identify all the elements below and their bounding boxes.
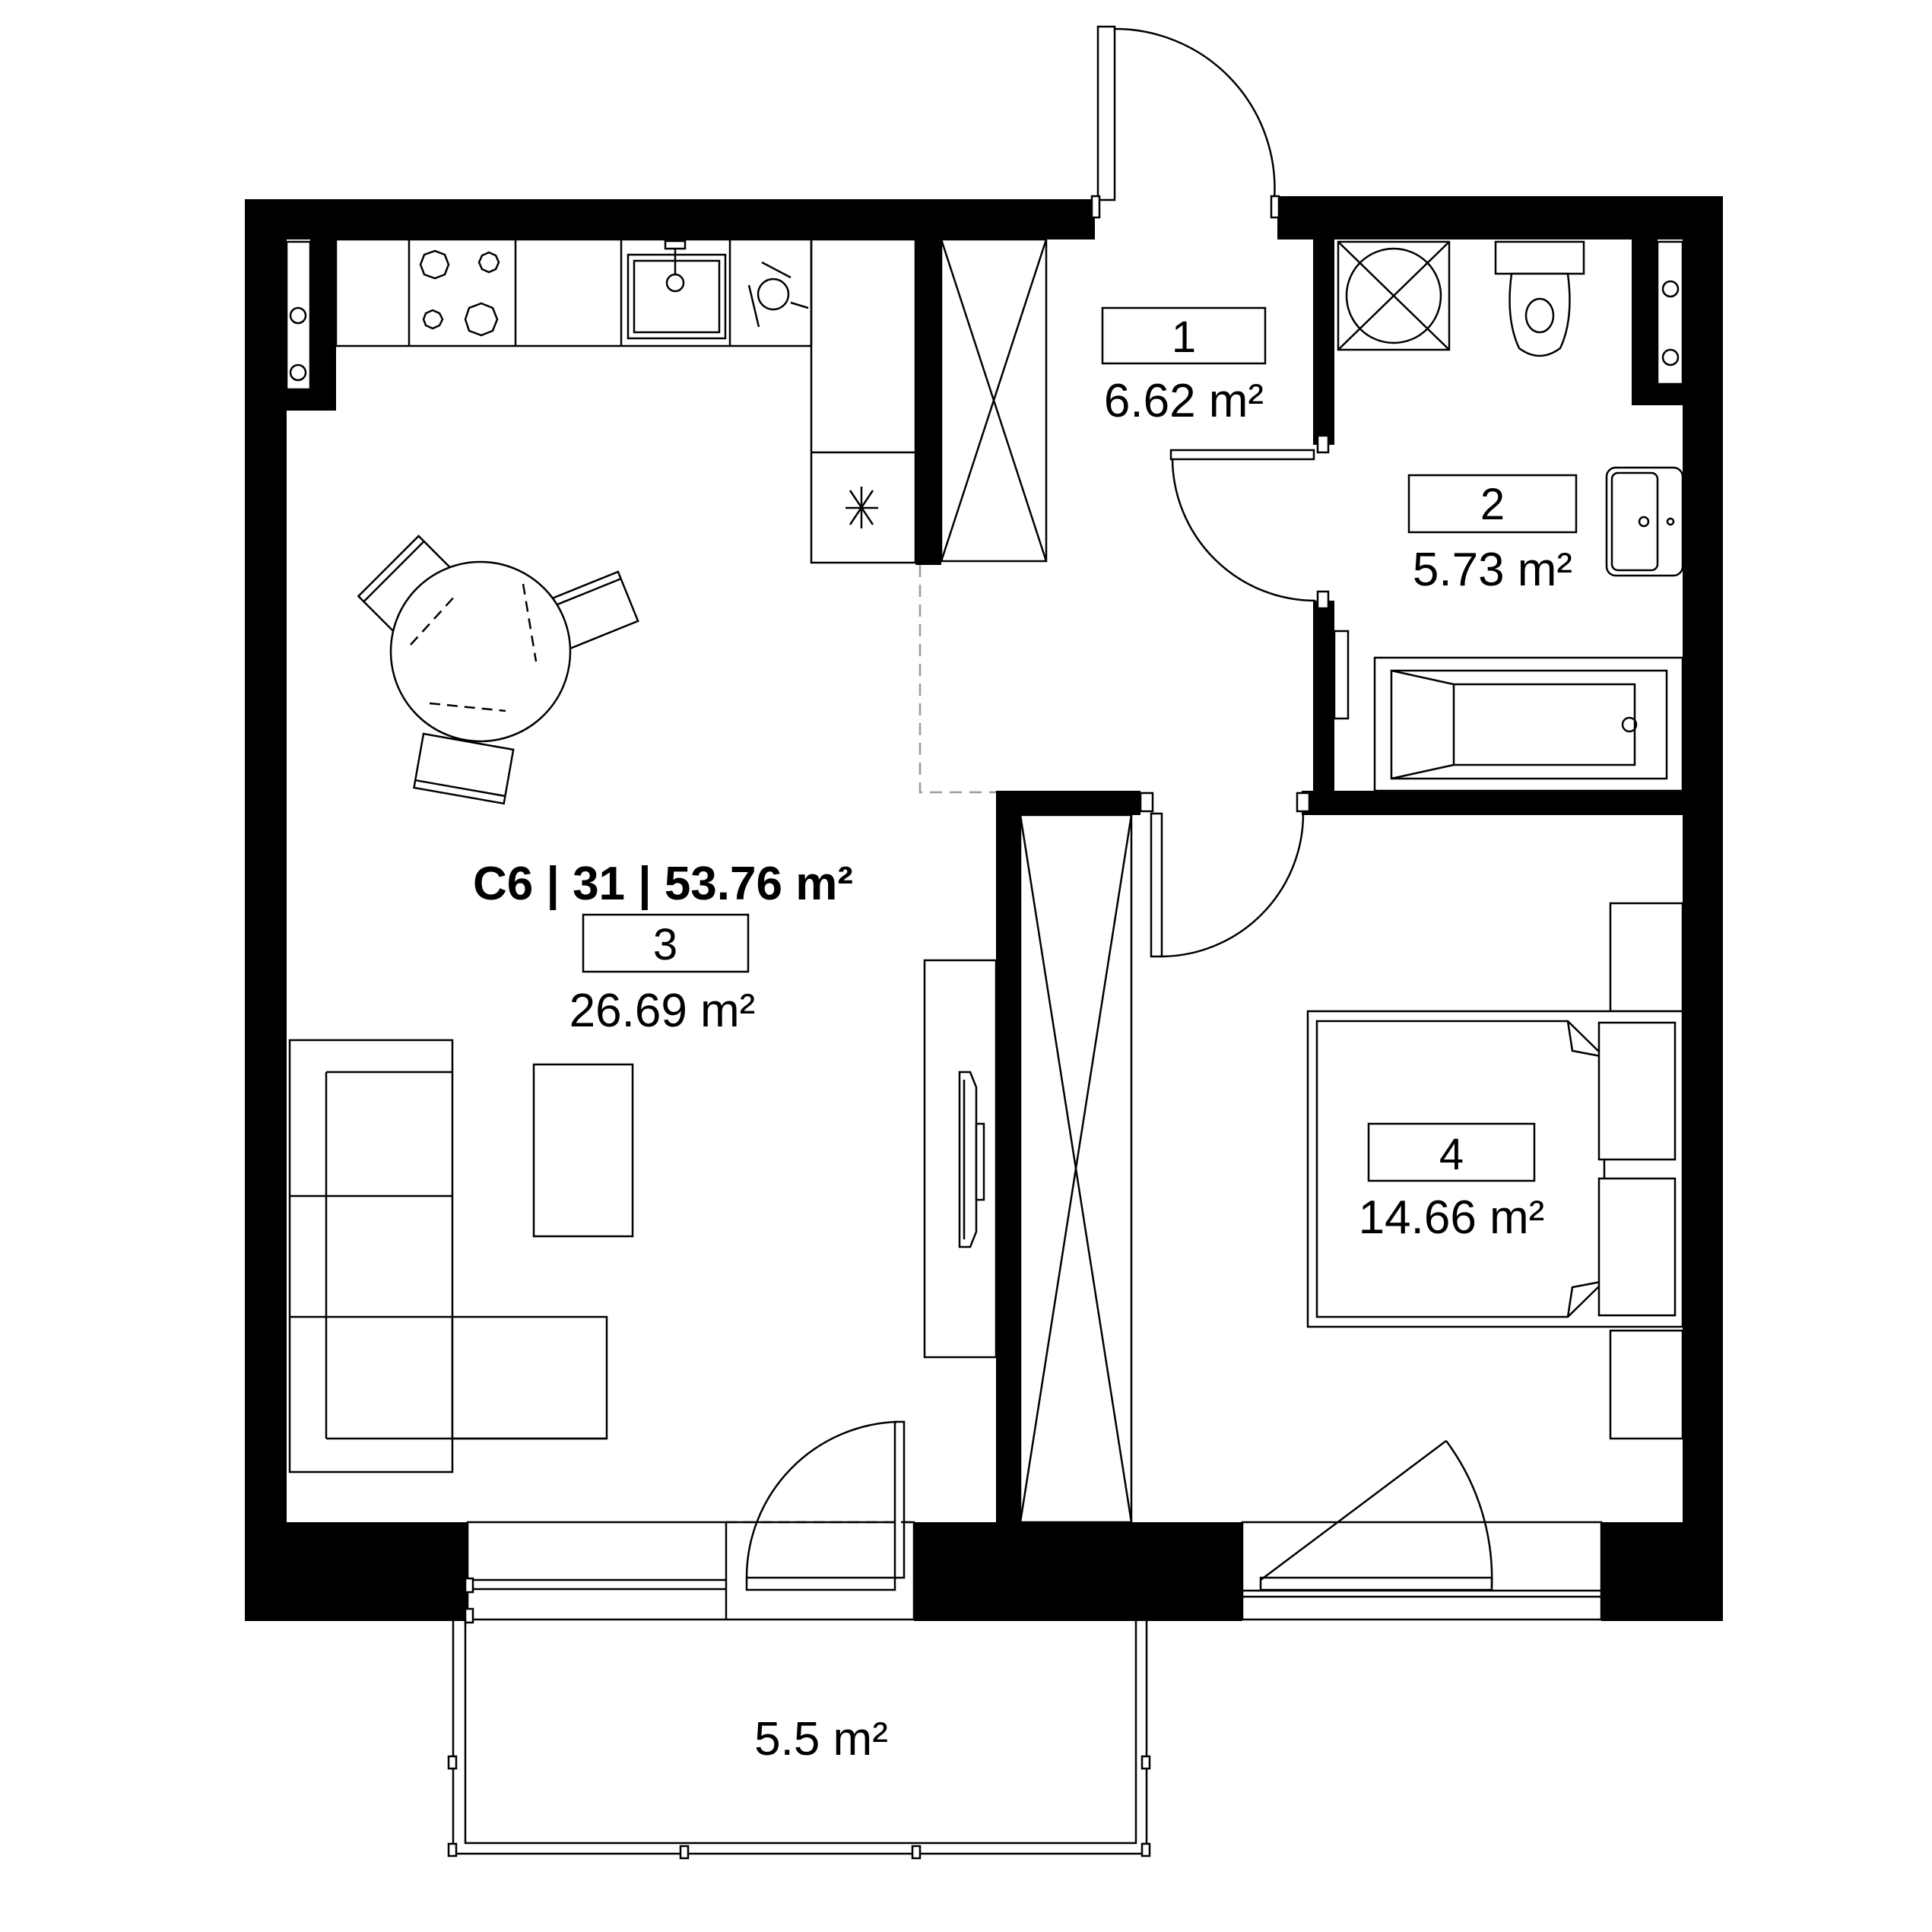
bedroom-door[interactable] bbox=[1139, 792, 1311, 958]
apartment-summary: C6 | 31 | 53.76 m² bbox=[473, 858, 853, 911]
bedside-table-top bbox=[1609, 902, 1684, 1013]
wall-living-bedroom bbox=[996, 791, 1020, 1522]
interior-walls bbox=[287, 240, 1723, 1522]
sofa bbox=[288, 1039, 608, 1474]
room-2-number: 2 bbox=[1480, 480, 1505, 529]
wall-right bbox=[1683, 196, 1723, 1621]
living-balcony-door[interactable] bbox=[464, 1420, 915, 1624]
toilet-icon bbox=[1494, 240, 1585, 357]
coffee-table bbox=[532, 1063, 634, 1238]
entrance-door-swing bbox=[1114, 27, 1276, 200]
room-3-number: 3 bbox=[653, 920, 677, 969]
wall-bottom-left bbox=[245, 1522, 468, 1621]
balcony-area: 5.5 m² bbox=[754, 1713, 888, 1765]
room-4-number: 4 bbox=[1439, 1130, 1464, 1179]
wall-kitchen-corridor bbox=[915, 240, 941, 565]
corridor-wardrobe bbox=[940, 238, 1048, 563]
pillow-top bbox=[1597, 1021, 1677, 1161]
bedroom-door-swing bbox=[1161, 813, 1305, 958]
fan-icon bbox=[747, 261, 809, 328]
wall-corridor-bath-lower bbox=[1313, 601, 1334, 812]
bathroom-door-leaf bbox=[1169, 449, 1315, 461]
room-1-number: 1 bbox=[1172, 312, 1196, 362]
balcony: 5.5 m² bbox=[447, 1620, 1151, 1860]
living-corridor-opening bbox=[918, 565, 996, 794]
room-2: 2 5.73 m² bbox=[1407, 474, 1578, 596]
room-3: C6 | 31 | 53.76 m² 3 26.69 m² bbox=[473, 858, 853, 1037]
room-4-area: 14.66 m² bbox=[1359, 1191, 1545, 1244]
radiator-right-icon bbox=[1656, 240, 1684, 385]
wall-left-niche-pillar bbox=[310, 240, 336, 411]
room-1-number-box bbox=[1101, 306, 1267, 365]
bedroom-wardrobe bbox=[1019, 814, 1133, 1524]
room-3-number-box bbox=[582, 913, 750, 973]
balcony-railing-outer bbox=[452, 1620, 1148, 1855]
bedside-table-bottom bbox=[1609, 1329, 1684, 1440]
entrance-door[interactable] bbox=[1090, 25, 1280, 219]
stove-icon bbox=[419, 249, 500, 337]
dining-set bbox=[357, 535, 639, 805]
bathroom-door[interactable] bbox=[1169, 434, 1330, 610]
kitchen-counter bbox=[335, 238, 917, 564]
living-door-leaf bbox=[745, 1576, 896, 1591]
wall-right-niche-bottom bbox=[1632, 384, 1683, 405]
room-2-number-box bbox=[1407, 474, 1578, 534]
pillow-bottom bbox=[1597, 1177, 1677, 1317]
dining-table bbox=[389, 560, 572, 743]
bathtub-icon bbox=[1373, 656, 1684, 792]
wall-right-niche-pillar bbox=[1632, 240, 1658, 405]
wall-top-left bbox=[245, 199, 1095, 240]
washer-icon bbox=[1337, 240, 1451, 351]
sink-bathroom-icon bbox=[1605, 466, 1684, 577]
outer-walls bbox=[245, 196, 1723, 1621]
balcony-railing-inner bbox=[464, 1620, 1137, 1845]
room-1-area: 6.62 m² bbox=[1104, 375, 1264, 427]
bedroom-balcony-door[interactable] bbox=[1241, 1440, 1603, 1621]
wall-bath-bedroom bbox=[1302, 791, 1723, 815]
room-2-area: 5.73 m² bbox=[1413, 544, 1572, 596]
living-door-leaf-2 bbox=[893, 1420, 906, 1579]
bedroom-door-leaf-balcony bbox=[1259, 1576, 1493, 1591]
bathroom-door-swing bbox=[1171, 458, 1316, 602]
bedroom-balcony-swing bbox=[1445, 1440, 1493, 1588]
bedroom-door-leaf bbox=[1150, 812, 1163, 958]
wall-bottom-middle bbox=[914, 1522, 1242, 1621]
room-1: 1 6.62 m² bbox=[1101, 306, 1267, 427]
wall-top-right bbox=[1277, 196, 1723, 240]
bath-frame-strip bbox=[1333, 630, 1350, 720]
chair-bottom bbox=[413, 732, 515, 805]
entrance-door-leaf bbox=[1096, 25, 1116, 201]
radiator-left-icon bbox=[285, 240, 312, 391]
room-4: 4 14.66 m² bbox=[1359, 1122, 1545, 1244]
room-3-area: 26.69 m² bbox=[569, 985, 756, 1037]
tv-icon bbox=[923, 959, 998, 1359]
kitchen-vent-icon bbox=[845, 487, 878, 528]
room-4-number-box bbox=[1367, 1122, 1536, 1182]
wall-left bbox=[245, 199, 287, 1621]
living-balcony-swing bbox=[745, 1420, 898, 1578]
wall-left-niche-bottom bbox=[287, 389, 336, 411]
sink-icon bbox=[627, 240, 727, 340]
wall-bottom-right bbox=[1601, 1522, 1723, 1621]
wall-corridor-bath-upper bbox=[1313, 240, 1334, 445]
